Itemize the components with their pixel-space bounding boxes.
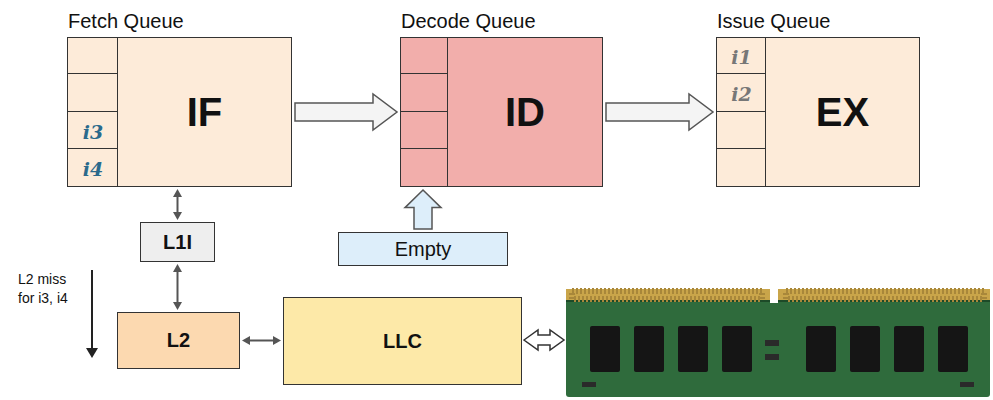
queue-entry-label: i3 — [83, 121, 103, 143]
arrow-head — [173, 302, 182, 310]
chip — [850, 326, 880, 372]
queue-entry: i2 — [717, 76, 766, 114]
chip — [894, 326, 924, 372]
pins-left — [572, 291, 762, 299]
box-title: L2 — [167, 329, 190, 352]
box-body: Empty — [339, 233, 507, 265]
contact-pins — [572, 291, 984, 299]
box-body: LLC — [284, 298, 521, 384]
connector-line — [247, 340, 276, 342]
execute-stage-box: EXIssue Queuei1i2 — [716, 37, 920, 187]
connector — [242, 336, 281, 345]
arrow-head — [273, 336, 281, 345]
box-body: IF — [118, 38, 291, 186]
decode-stage-box: IDDecode Queue — [400, 37, 603, 187]
queue-entry: i1 — [717, 38, 766, 76]
queue-entry-label: i1 — [731, 46, 751, 68]
cache-box: L1I — [140, 222, 215, 262]
arrow-head — [173, 212, 182, 220]
queue-slot — [401, 37, 448, 75]
queue-slot — [68, 37, 118, 75]
box-title: L1I — [163, 231, 192, 254]
queue-entry-label: i4 — [83, 158, 103, 180]
connector — [606, 94, 713, 130]
connector-line — [177, 194, 179, 215]
box-title: IF — [187, 90, 223, 135]
queue-heading: Issue Queue — [717, 10, 830, 33]
chip — [634, 326, 664, 372]
cache-box: LLC — [283, 297, 522, 385]
connector-line — [177, 269, 179, 305]
box-body: ID — [448, 38, 602, 186]
box-title: ID — [505, 90, 545, 135]
fetch-stage-box: IFFetch Queuei3i4 — [67, 37, 292, 187]
queue-slot — [401, 149, 448, 187]
queue-entry-label: i2 — [731, 83, 751, 105]
component — [765, 354, 779, 360]
queue-heading: Decode Queue — [401, 10, 536, 33]
queue-entry: i4 — [68, 151, 118, 189]
block-arrow — [295, 94, 397, 130]
component — [582, 382, 596, 387]
memory-link-arrow — [524, 330, 564, 350]
chip — [678, 326, 708, 372]
queue-heading: Fetch Queue — [68, 10, 184, 33]
queue-slot — [401, 74, 448, 112]
pcb-board — [566, 289, 990, 397]
queue-entry: i3 — [68, 113, 118, 151]
connector — [405, 190, 441, 229]
cache-box: L2 — [117, 312, 240, 369]
queue-slot — [401, 112, 448, 150]
arrow-head — [242, 336, 250, 345]
annotation-label: L2 miss for i3, i4 — [18, 270, 84, 308]
miss-arrow — [91, 270, 93, 356]
queue-slot — [717, 149, 766, 187]
chip — [938, 326, 968, 372]
queue-slot — [68, 74, 118, 112]
component — [960, 382, 974, 387]
small-components — [582, 340, 974, 387]
miss-arrow-head — [86, 348, 98, 358]
block-arrow — [405, 190, 441, 229]
memory-chips — [590, 326, 968, 372]
box-body: L2 — [118, 313, 239, 368]
queue-slot — [717, 112, 766, 150]
box-title: EX — [816, 90, 869, 135]
box-title: Empty — [395, 238, 452, 261]
connector — [173, 189, 182, 220]
component — [765, 340, 779, 346]
arrow-head — [173, 264, 182, 272]
box-body: L1I — [141, 223, 214, 261]
box-title: LLC — [383, 330, 422, 353]
pins-right — [786, 291, 984, 299]
connector — [295, 94, 397, 130]
chip — [722, 326, 752, 372]
box-body: EX — [766, 38, 919, 186]
connector — [173, 264, 182, 310]
arrow-head — [173, 189, 182, 197]
chip — [806, 326, 836, 372]
block-arrow — [606, 94, 713, 130]
key-notch — [770, 289, 778, 303]
empty-status-box: Empty — [338, 232, 508, 266]
chip — [590, 326, 620, 372]
dram-module — [566, 289, 990, 397]
